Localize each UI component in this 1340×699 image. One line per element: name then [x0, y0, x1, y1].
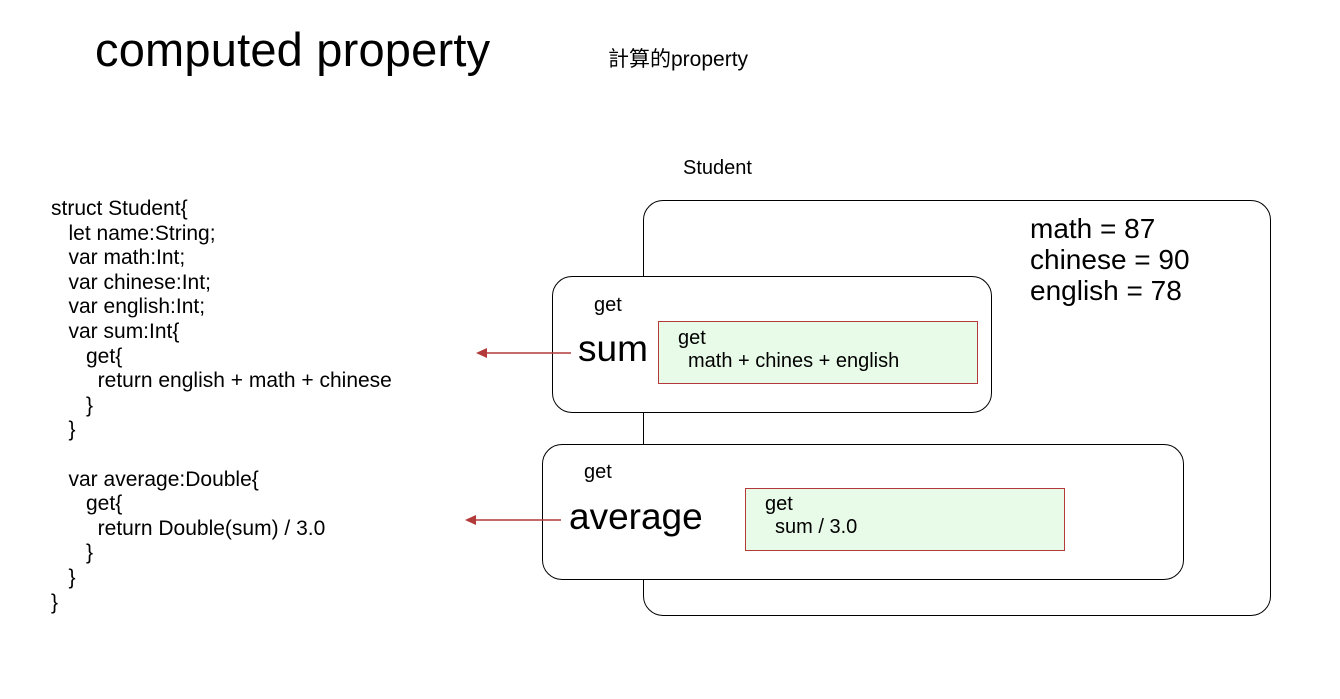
average-arrow [465, 515, 561, 525]
code-line: var average:Double{ [51, 467, 259, 491]
sum-getter-keyword: get [678, 327, 706, 349]
code-line: } [51, 393, 94, 417]
value-english: english = 78 [1030, 275, 1182, 306]
sum-getter-expression: math + chines + english [688, 350, 900, 372]
student-values: math = 87 chinese = 90 english = 78 [1030, 213, 1190, 306]
sum-getter-box: get math + chines + english [658, 321, 978, 384]
page-title: computed property [95, 23, 491, 76]
code-line: var english:Int; [51, 295, 206, 319]
code-line: } [51, 541, 94, 565]
average-property-name: average [569, 496, 703, 537]
sum-get-label: get [594, 294, 622, 316]
average-arrow-head [465, 515, 476, 525]
code-line: var chinese:Int; [51, 270, 211, 294]
average-getter-keyword: get [765, 493, 793, 515]
average-getter-expression: sum / 3.0 [775, 516, 858, 538]
value-chinese: chinese = 90 [1030, 244, 1190, 275]
code-line: struct Student{ [51, 197, 188, 220]
code-block: struct Student{ let name:String; var mat… [51, 197, 392, 615]
code-line: var math:Int; [51, 246, 186, 270]
code-line: } [51, 418, 76, 442]
code-line: get{ [51, 344, 123, 368]
code-line: return english + math + chinese [51, 369, 392, 393]
average-get-label: get [584, 461, 612, 483]
code-line: get{ [51, 492, 123, 516]
code-line: } [51, 565, 76, 589]
sum-arrow [476, 348, 571, 358]
sum-arrow-head [476, 348, 487, 358]
code-line: } [51, 590, 59, 614]
page-subtitle: 計算的property [608, 48, 749, 71]
code-line: var sum:Int{ [51, 319, 180, 343]
student-label: Student [683, 157, 752, 179]
code-line: return Double(sum) / 3.0 [51, 516, 326, 540]
code-line: let name:String; [51, 221, 216, 245]
value-math: math = 87 [1030, 213, 1156, 244]
sum-property-name: sum [578, 328, 648, 369]
average-getter-box: get sum / 3.0 [745, 488, 1065, 551]
